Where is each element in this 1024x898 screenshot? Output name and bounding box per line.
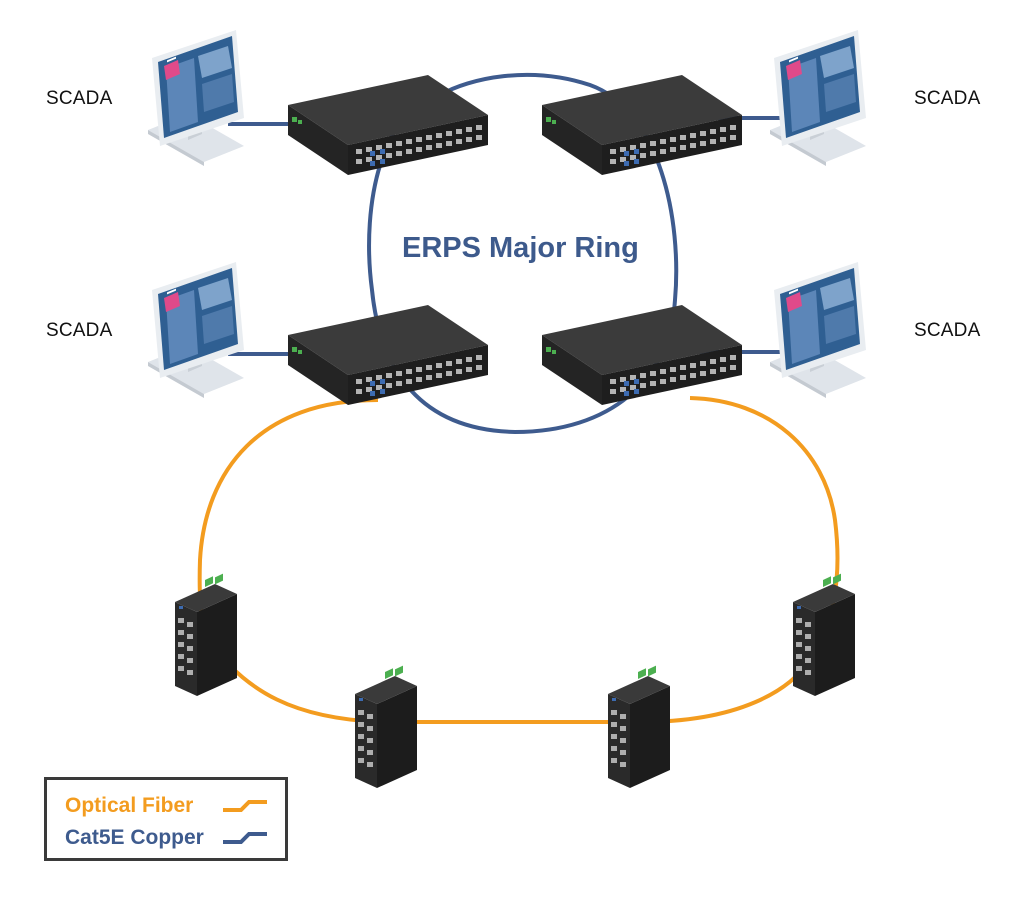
legend-fiber-label: Optical Fiber [65,794,194,817]
scada-monitor-top-left [148,30,244,166]
scada-label-bottom-right: SCADA [914,320,981,341]
industrial-switch-1 [175,573,237,696]
legend-copper-label: Cat5E Copper [65,826,204,849]
legend: Optical Fiber Cat5E Copper [44,777,288,861]
industrial-switch-2 [355,665,417,788]
ring-title: ERPS Major Ring [402,232,639,264]
ring-switch-top-left [288,75,488,175]
scada-monitor-bottom-left [148,262,244,398]
fiber-sub-ring [197,396,840,724]
legend-copper-line-icon [223,832,267,844]
scada-label-bottom-left: SCADA [46,320,113,341]
ring-switch-bottom-left [288,305,488,405]
scada-label-top-left: SCADA [46,88,113,109]
scada-label-top-right: SCADA [914,88,981,109]
erps-major-ring [367,72,679,435]
legend-fiber-line-icon [223,800,267,812]
ring-switch-top-right [542,75,742,175]
scada-monitor-bottom-right [770,262,866,398]
scada-monitor-top-right [770,30,866,166]
industrial-switch-3 [608,665,670,788]
industrial-switch-4 [793,573,855,696]
ring-switch-bottom-right [542,305,742,405]
